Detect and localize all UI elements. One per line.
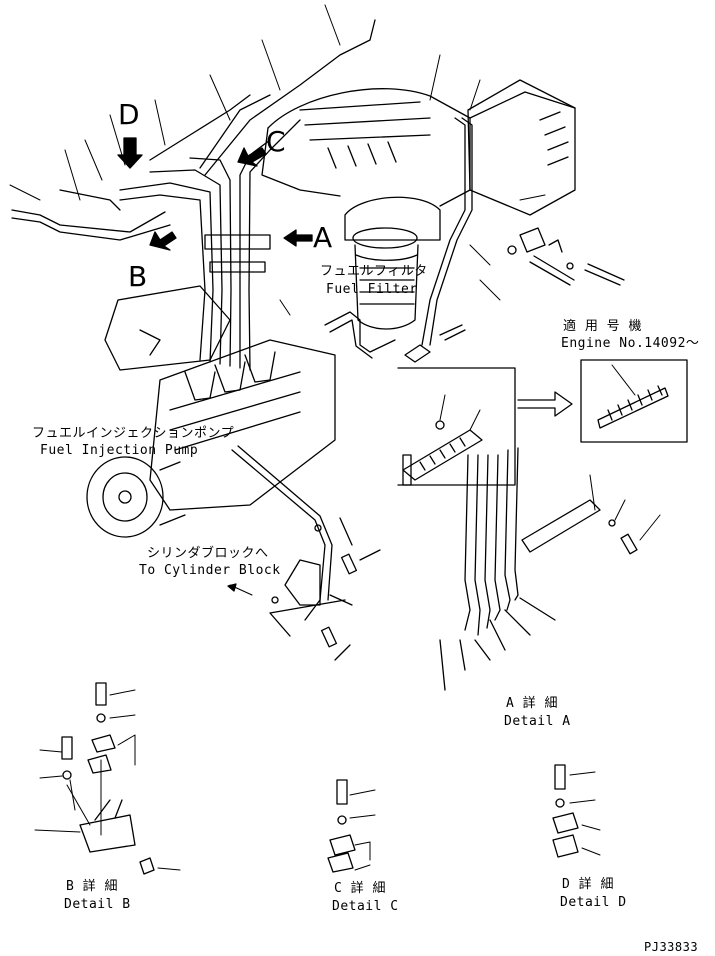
- detail-a-lines: [439, 447, 661, 691]
- detail-b-title-en: Detail B: [64, 897, 131, 912]
- fittings-group: [507, 227, 625, 286]
- label-injection-pump-jp: フュエルインジェクションポンプ: [32, 426, 235, 441]
- fuel-filter: [344, 196, 441, 330]
- engine-head-outline: [261, 88, 471, 207]
- callout-a: A: [313, 221, 333, 254]
- label-fuel-filter-en: Fuel Filter: [326, 282, 418, 297]
- label-fuel-filter-jp: フュエルフィルタ: [320, 264, 428, 279]
- label-cylinder-block-jp: シリンダブロックへ: [147, 546, 269, 561]
- label-applicable-en: Engine No.14092～: [561, 336, 700, 351]
- label-injection-pump-en: Fuel Injection Pump: [40, 443, 199, 458]
- arrow-b: [149, 231, 177, 251]
- detail-c-title-en: Detail C: [332, 899, 399, 914]
- leader-lines-main: [9, 4, 546, 316]
- detail-b-parts: [34, 682, 181, 875]
- arrow-c: [237, 147, 267, 167]
- line-clamp-a: [204, 234, 271, 273]
- detail-c-parts: [327, 779, 376, 873]
- cylinder-block-pipe: [227, 445, 381, 661]
- injection-lines: [11, 19, 376, 371]
- detail-a-title-en: Detail A: [504, 714, 571, 729]
- detail-c-title-jp: C 詳 細: [334, 881, 386, 896]
- fuel-piping: [324, 117, 473, 363]
- callout-c: C: [266, 125, 287, 158]
- label-applicable-jp: 適 用 号 機: [563, 319, 642, 334]
- detail-b-title-jp: B 詳 細: [66, 879, 118, 894]
- turbo-housing: [467, 79, 576, 216]
- detail-a-title-jp: A 詳 細: [506, 696, 558, 711]
- detail-a-new-clamp: [580, 359, 688, 443]
- arrow-a: [283, 229, 313, 247]
- label-cylinder-block-en: To Cylinder Block: [139, 563, 281, 578]
- detail-d-title-en: Detail D: [560, 895, 627, 910]
- callout-b: B: [128, 260, 148, 293]
- detail-a-frame: [397, 367, 573, 486]
- fuel-injection-pump: [86, 285, 336, 538]
- detail-d-title-jp: D 詳 細: [562, 877, 614, 892]
- callout-d: D: [118, 98, 141, 131]
- drawing-code: PJ33833: [644, 940, 699, 954]
- detail-d-parts: [552, 764, 601, 858]
